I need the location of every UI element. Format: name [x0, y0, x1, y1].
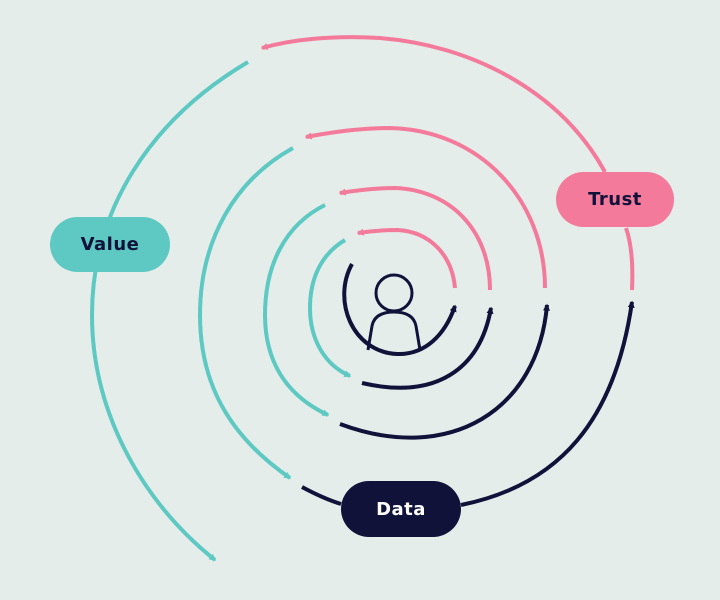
ring3-data-arc: [361, 306, 494, 390]
ring2-data-arc: [339, 303, 551, 440]
value-label: Value: [80, 234, 140, 255]
ring3-value-arc: [262, 203, 330, 417]
value-pill: Value: [50, 217, 170, 272]
person-head: [374, 273, 414, 313]
ring3-trust-arc: [338, 185, 492, 291]
data-pill: Data: [341, 481, 461, 537]
ring2-trust-arc: [304, 125, 547, 289]
person-body: [366, 310, 422, 351]
outer-trust-tail: [624, 227, 635, 291]
outer-data-right-arc: [460, 300, 635, 507]
outer-value-arc: [89, 60, 250, 562]
ring2-value-arc: [197, 146, 294, 480]
outer-data-left-arc: [301, 485, 342, 506]
trust-label: Trust: [588, 189, 642, 210]
ring4-trust-arc: [356, 227, 457, 289]
trust-pill: Trust: [556, 172, 674, 227]
data-label: Data: [376, 498, 426, 520]
outer-trust-arc: [260, 35, 607, 173]
person-icon: [366, 273, 422, 351]
ring4-data-arc: [342, 263, 457, 357]
ring4-value-arc: [307, 238, 352, 378]
